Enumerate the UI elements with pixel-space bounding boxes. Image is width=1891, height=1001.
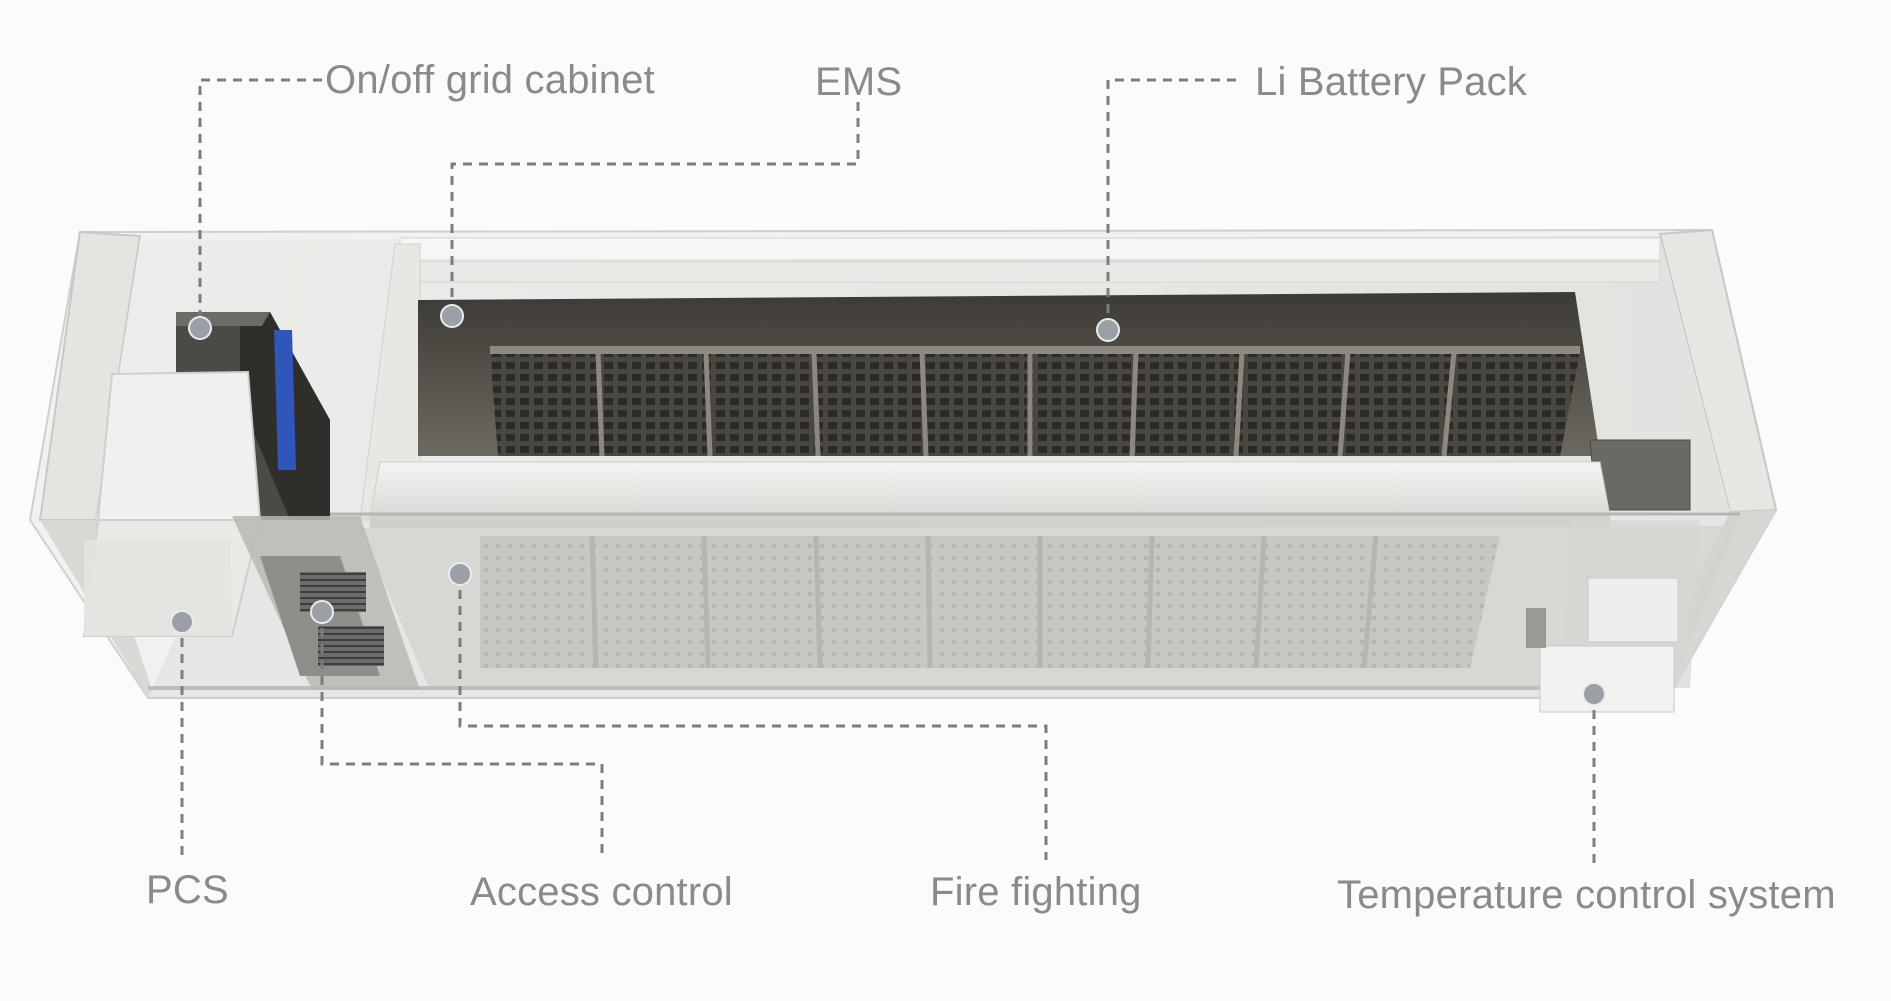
pcs-unit-illustration [82, 370, 262, 637]
center-ledge [369, 461, 1611, 528]
marker-dot-li-battery-pack [1096, 318, 1120, 342]
marker-dot-ems [440, 304, 464, 328]
marker-dot-temperature-control [1582, 682, 1606, 706]
marker-dot-access-control [310, 600, 334, 624]
access-door-illustration [232, 516, 420, 690]
battery-rack-lower [148, 512, 1740, 698]
leader-line-fire-fighting [458, 574, 1048, 860]
label-li-battery-pack: Li Battery Pack [1255, 60, 1528, 104]
temperature-unit-illustration [1526, 520, 1700, 713]
leader-line-li-battery-pack [1106, 78, 1236, 328]
marker-dot-on-off-grid-cabinet [188, 316, 212, 340]
label-fire-fighting: Fire fighting [930, 870, 1142, 914]
label-temperature-control-system: Temperature control system [1337, 873, 1836, 917]
leader-line-on-off-grid-cabinet [198, 78, 322, 328]
marker-dot-pcs [170, 610, 194, 634]
label-on-off-grid-cabinet: On/off grid cabinet [325, 58, 655, 102]
marker-dot-fire-fighting [448, 562, 472, 586]
leader-line-ems [450, 102, 860, 314]
leader-lines [180, 78, 1596, 864]
leader-line-access-control [320, 612, 604, 860]
label-pcs: PCS [146, 868, 229, 912]
label-access-control: Access control [470, 870, 733, 914]
battery-rack-upper [418, 292, 1691, 511]
label-ems: EMS [815, 60, 903, 104]
marker-dots [170, 304, 1606, 706]
